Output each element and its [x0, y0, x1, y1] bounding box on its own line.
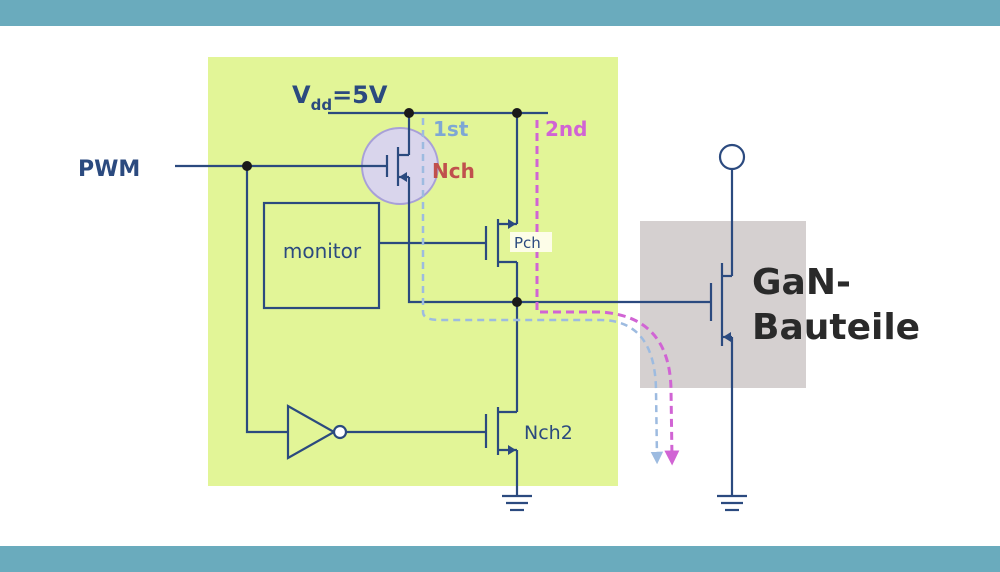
top-band	[0, 0, 1000, 26]
wires	[175, 111, 734, 496]
junction-dot	[242, 161, 252, 171]
second-current-path	[535, 120, 680, 466]
junction-dot	[512, 297, 522, 307]
nch-arrow	[399, 172, 407, 182]
gan-label-line2: Bauteile	[752, 307, 920, 348]
pch-arrow	[508, 219, 516, 229]
ground-symbol	[502, 494, 532, 512]
gan-arrow	[723, 332, 731, 342]
pwm-label: PWM	[78, 157, 140, 182]
pch-label: Pch	[514, 234, 541, 252]
nch2-label: Nch2	[524, 422, 573, 444]
first-current-path	[421, 118, 664, 465]
second-path-label: 2nd	[545, 117, 587, 141]
monitor-label: monitor	[283, 239, 362, 263]
inverter-symbol	[286, 404, 337, 460]
inverter-bubble	[332, 424, 348, 440]
nch2-arrow	[508, 445, 516, 455]
gan-label-line1: GaN-	[752, 262, 851, 303]
first-path-label: 1st	[433, 117, 469, 141]
pch-label-bg	[510, 232, 552, 252]
junction-dot	[404, 108, 414, 118]
vdd-label: Vdd=5V	[292, 81, 388, 114]
bottom-band	[0, 546, 1000, 572]
supply-terminal	[718, 143, 746, 171]
driver-area	[208, 57, 618, 486]
ground-symbol	[717, 494, 747, 512]
nch-label: Nch	[432, 159, 475, 183]
junction-dot	[512, 108, 522, 118]
